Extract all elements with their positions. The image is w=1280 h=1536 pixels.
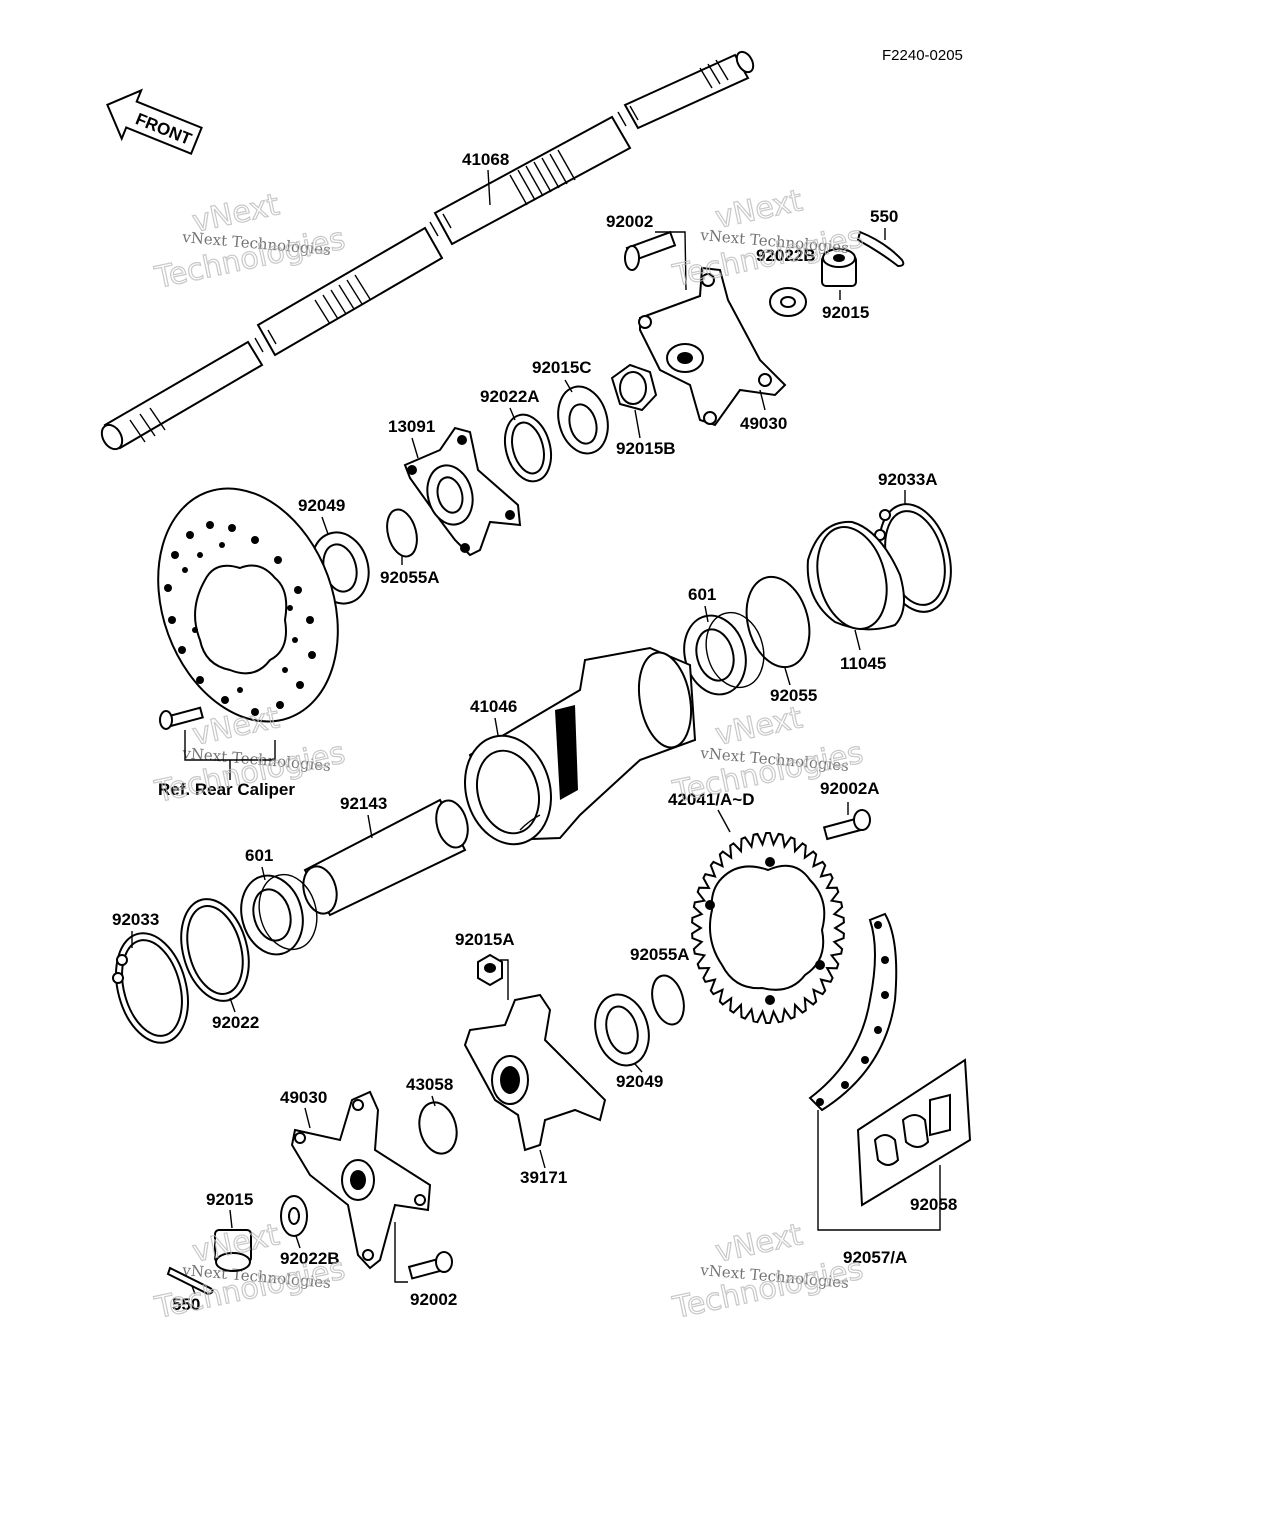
label-92002-bottom: 92002 xyxy=(410,1290,457,1309)
sleeve-92143 xyxy=(302,798,469,917)
axle-shaft xyxy=(100,50,755,451)
bolt-92002-top xyxy=(624,230,677,271)
hub-39171 xyxy=(463,993,607,1152)
nut-92015-top xyxy=(821,248,857,287)
svg-text:vNext: vNext xyxy=(712,183,805,236)
label-92002A: 92002A xyxy=(820,779,880,798)
svg-text:Technologies: Technologies xyxy=(151,222,348,297)
label-41046: 41046 xyxy=(470,697,517,716)
bearing-601-top xyxy=(683,611,765,696)
document-code: F2240-0205 xyxy=(882,47,963,64)
label-92015C: 92015C xyxy=(532,358,592,377)
label-601-bottom: 601 xyxy=(245,846,273,865)
circlip-92033 xyxy=(112,932,189,1044)
oring-92055A-top xyxy=(386,508,418,558)
sprocket-42041 xyxy=(691,832,845,1024)
label-550-bottom: 550 xyxy=(172,1295,200,1314)
label-92002-top: 92002 xyxy=(606,212,653,231)
nut-92015C xyxy=(557,385,609,455)
label-49030-top: 49030 xyxy=(740,414,787,433)
label-42041: 42041/A~D xyxy=(668,790,754,809)
leader-92002-top xyxy=(655,231,687,291)
svg-text:vNext: vNext xyxy=(712,1217,805,1270)
label-601-top: 601 xyxy=(688,585,716,604)
label-49030-bottom: 49030 xyxy=(280,1088,327,1107)
brake-disc xyxy=(157,487,339,723)
label-92015B: 92015B xyxy=(616,439,676,458)
label-41068: 41068 xyxy=(462,150,509,169)
nut-92015A xyxy=(477,953,503,987)
label-92022B-top: 92022B xyxy=(756,246,816,265)
label-92055: 92055 xyxy=(770,686,817,705)
label-92143: 92143 xyxy=(340,794,387,813)
disc-bolt xyxy=(159,706,204,730)
hub-bracket-49030-top xyxy=(638,266,787,427)
label-ref-rear-caliper: Ref. Rear Caliper xyxy=(158,780,295,799)
washer-92022A xyxy=(503,413,553,483)
label-92015-bottom: 92015 xyxy=(206,1190,253,1209)
ring-43058 xyxy=(418,1101,458,1155)
hub-bracket-49030-bottom xyxy=(290,1090,432,1270)
label-92055A-bottom: 92055A xyxy=(630,945,690,964)
label-92033: 92033 xyxy=(112,910,159,929)
front-arrow-icon: FRONT xyxy=(106,88,203,156)
label-92057: 92057/A xyxy=(843,1248,907,1267)
flange-13091 xyxy=(403,426,522,557)
plate-11045 xyxy=(806,520,905,631)
svg-text:vNext: vNext xyxy=(189,700,282,753)
label-11045: 11045 xyxy=(840,654,886,673)
svg-text:vNext: vNext xyxy=(712,700,805,753)
label-92033A: 92033A xyxy=(878,470,938,489)
washer-92022B-bottom xyxy=(280,1195,308,1237)
nut-92015-bottom xyxy=(214,1229,252,1272)
cotter-pin-550-bottom xyxy=(166,1266,214,1296)
label-13091: 13091 xyxy=(388,417,435,436)
axle-housing-41046 xyxy=(464,646,697,846)
bearing-601-bottom xyxy=(240,873,318,956)
label-550-top: 550 xyxy=(870,207,898,226)
drive-chain-92057 xyxy=(808,912,898,1112)
bolt-92002A xyxy=(822,809,871,841)
master-link-kit-92058 xyxy=(856,1058,972,1207)
seal-92049-bottom xyxy=(594,993,650,1067)
bolt-92002-bottom xyxy=(407,1251,453,1280)
oring-92055 xyxy=(745,575,811,669)
washer-92022B-top xyxy=(769,287,807,317)
label-92058: 92058 xyxy=(910,1195,957,1214)
oring-92055A-bottom xyxy=(651,974,685,1026)
label-92022: 92022 xyxy=(212,1013,259,1032)
nut-92015B xyxy=(610,363,658,412)
label-92055A-top: 92055A xyxy=(380,568,440,587)
svg-text:Technologies: Technologies xyxy=(669,736,866,811)
label-92022B-bottom: 92022B xyxy=(280,1249,340,1268)
label-92015A: 92015A xyxy=(455,930,515,949)
ring-92022 xyxy=(180,898,250,1002)
label-92022A: 92022A xyxy=(480,387,540,406)
label-39171: 39171 xyxy=(520,1168,567,1187)
leader-lines xyxy=(131,169,906,1295)
label-92015-top: 92015 xyxy=(822,303,869,322)
label-43058: 43058 xyxy=(406,1075,453,1094)
label-92049-top: 92049 xyxy=(298,496,345,515)
svg-text:Technologies: Technologies xyxy=(669,1252,866,1327)
label-92049-bottom: 92049 xyxy=(616,1072,663,1091)
cotter-pin-550-top xyxy=(856,230,905,268)
